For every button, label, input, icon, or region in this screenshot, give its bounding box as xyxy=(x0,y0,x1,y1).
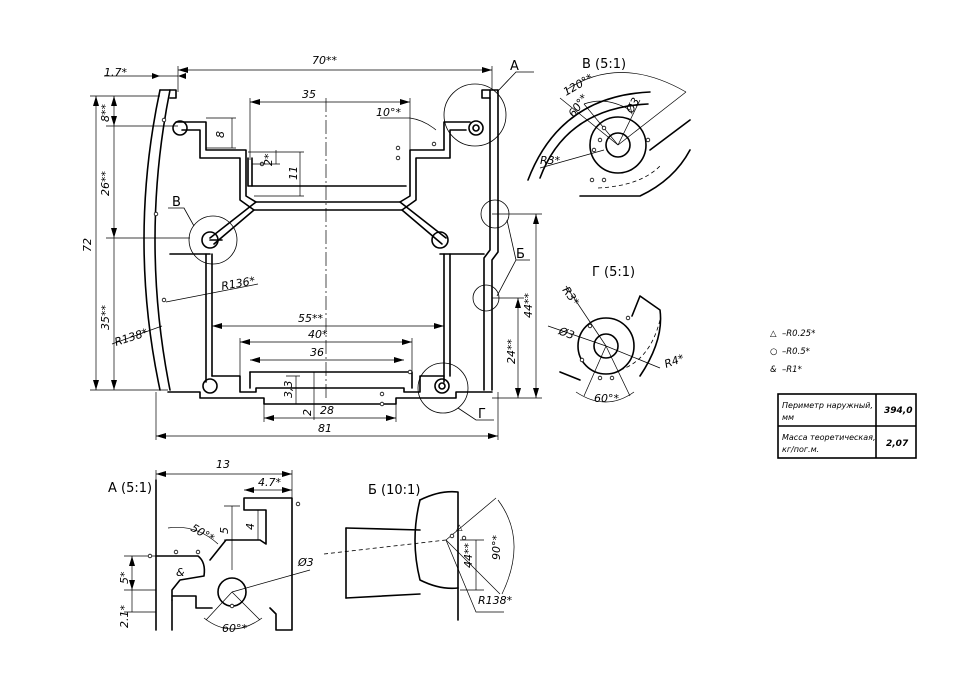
dim-8: 8 xyxy=(214,131,227,138)
detail-g-dim-60: 60°* xyxy=(594,392,619,405)
detail-a-dim-2-1: 2.1* xyxy=(118,605,131,628)
detail-a-title: А (5:1) xyxy=(108,481,152,496)
legend-text-3: –R1* xyxy=(782,365,802,375)
dim-36: 36 xyxy=(310,346,324,359)
dim-1-7: 1.7* xyxy=(104,66,127,79)
legend-symbol-3: & xyxy=(770,365,777,375)
legend: △ –R0.25* ○ –R0.5* & –R1* xyxy=(770,329,815,375)
callout-label-v: В xyxy=(172,195,181,210)
callout-circle-g xyxy=(417,362,469,414)
detail-a-dim-4: 4 xyxy=(244,523,257,530)
dim-81: 81 xyxy=(318,422,332,435)
detail-b: Б (10:1) △ 44** 90°* R138* xyxy=(323,483,515,621)
detail-g-dim-dia3: Ø3 xyxy=(556,324,576,342)
detail-a-mark: & xyxy=(176,566,185,579)
main-profile-view xyxy=(143,71,534,421)
dim-35-top: 35 xyxy=(302,88,316,101)
detail-a-dim-4-7: 4.7* xyxy=(258,476,281,489)
legend-symbol-2: ○ xyxy=(770,347,777,357)
table-row-2-label-1: Масса теоретическая, xyxy=(782,433,876,442)
dim-8-top: 8** xyxy=(99,104,112,122)
table-row-2-label-2: кг/пог.м. xyxy=(782,445,819,454)
dim-2: 2* xyxy=(262,153,275,166)
detail-b-dim-90: 90°* xyxy=(490,535,503,560)
dim-3-3: 3,3 xyxy=(282,381,295,399)
dim-44: 44** xyxy=(522,293,535,318)
table-row-2-value: 2,07 xyxy=(886,439,909,449)
callout-label-b: Б xyxy=(516,247,525,262)
callout-label-g: Г xyxy=(478,407,486,422)
detail-b-dim-44: 44** xyxy=(462,543,475,568)
table-row-1-value: 394,0 xyxy=(884,406,912,416)
dim-72: 72 xyxy=(81,238,94,252)
legend-text-1: –R0.25* xyxy=(782,329,815,339)
dim-r138: R138* xyxy=(113,326,150,349)
detail-v-dim-r3: R3* xyxy=(540,154,561,167)
detail-v: В (5:1) 120°* 60°* R3* Ø3 xyxy=(527,57,691,197)
detail-a: А (5:1) 13 4.7* 50°* 5 4 Ø3 xyxy=(108,458,314,635)
main-dimensions: 1.7* 70** 35 10°* 8** 8 2* 11 26** 72 R1… xyxy=(81,54,542,440)
detail-a-dim-60: 60°* xyxy=(222,622,247,635)
dim-35-vert: 35** xyxy=(99,305,112,330)
table-row-1-label-1: Периметр наружный, xyxy=(782,401,873,410)
dim-2-bottom: 2 xyxy=(301,409,314,416)
detail-g: Г (5:1) R3* Ø3 R4* 60°* xyxy=(547,265,687,405)
dim-11: 11 xyxy=(287,166,300,180)
detail-a-dim-13: 13 xyxy=(216,458,230,471)
callout-circle-a xyxy=(443,83,507,147)
dim-26: 26** xyxy=(99,171,112,196)
dim-55: 55** xyxy=(298,312,323,325)
callout-label-a: A xyxy=(510,59,519,74)
detail-v-title: В (5:1) xyxy=(582,57,626,72)
dim-70: 70** xyxy=(312,54,337,67)
detail-a-dim-dia3: Ø3 xyxy=(297,556,314,569)
detail-b-dim-r138: R138* xyxy=(478,594,513,607)
dim-10-deg: 10°* xyxy=(376,106,401,119)
detail-a-dim-5v: 5* xyxy=(118,571,131,584)
table-row-1-label-2: мм xyxy=(782,413,794,422)
properties-table: Периметр наружный, мм 394,0 Масса теорет… xyxy=(777,393,917,459)
detail-g-dim-r4: R4* xyxy=(663,352,687,371)
detail-b-title: Б (10:1) xyxy=(368,483,420,498)
dim-r136: R136* xyxy=(220,274,256,293)
svg-text:△: △ xyxy=(456,523,463,533)
detail-g-title: Г (5:1) xyxy=(592,265,635,280)
detail-v-dim-dia3: Ø3 xyxy=(623,95,643,116)
dim-28: 28 xyxy=(320,404,334,417)
callout-circle-v xyxy=(188,215,238,265)
dim-40: 40* xyxy=(308,328,328,341)
detail-a-dim-5: 5 xyxy=(218,527,231,534)
dim-24: 24** xyxy=(505,339,518,364)
detail-a-dim-50: 50°* xyxy=(189,521,218,545)
legend-symbol-1: △ xyxy=(770,329,777,339)
legend-text-2: –R0.5* xyxy=(782,347,810,357)
